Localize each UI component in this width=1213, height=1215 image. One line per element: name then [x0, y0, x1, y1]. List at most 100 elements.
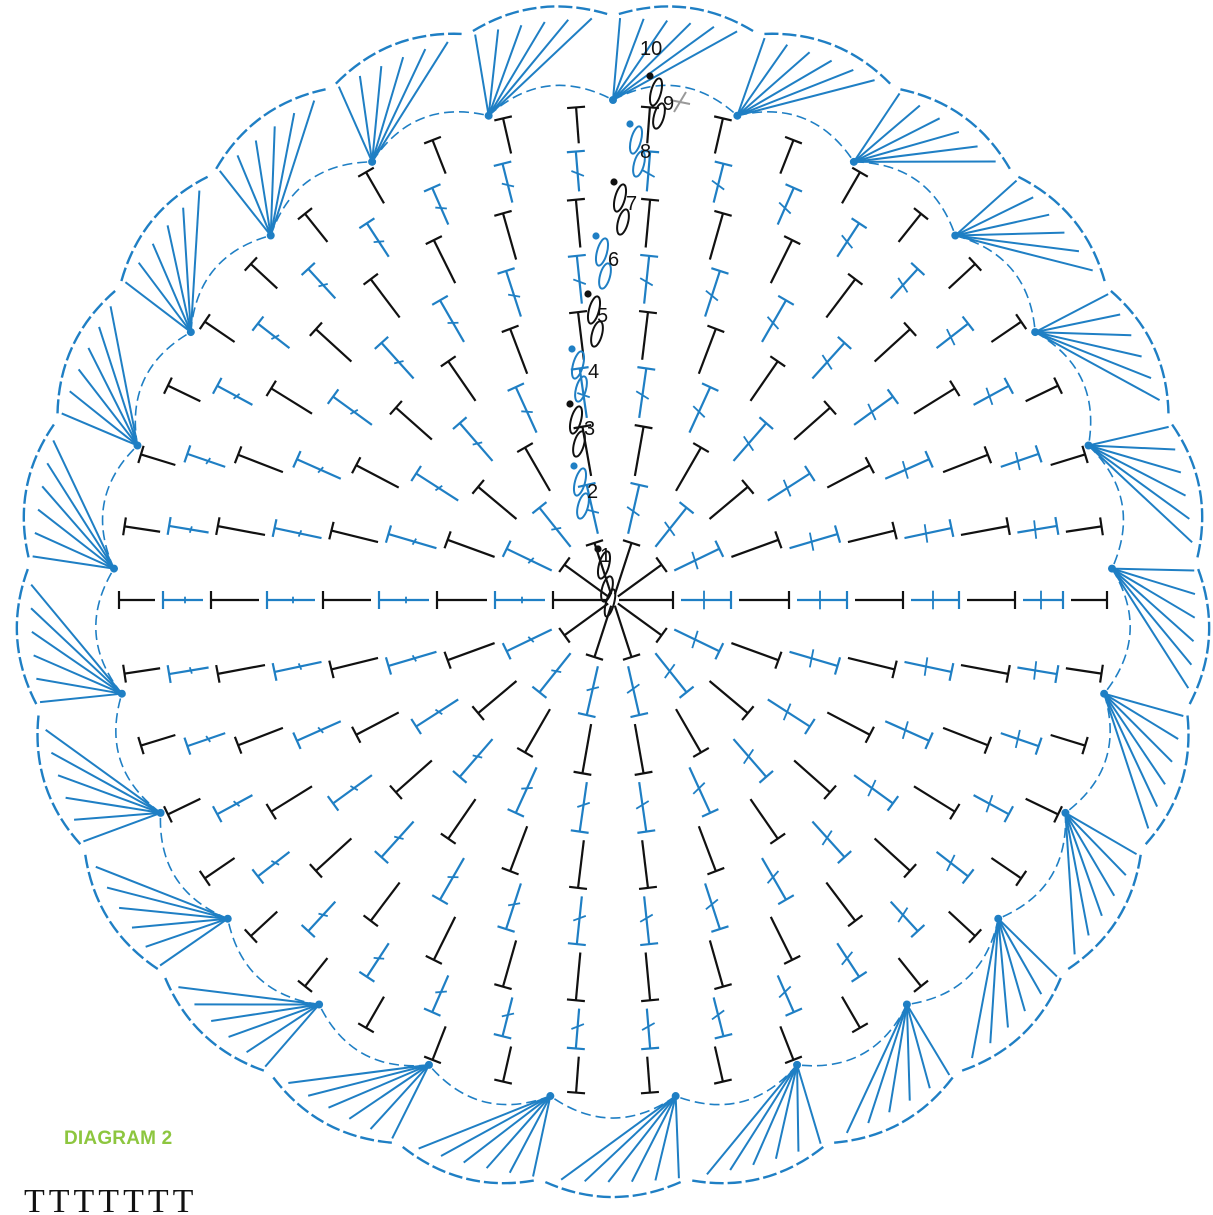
stitch-post: [1026, 386, 1058, 402]
scallop: [24, 424, 138, 572]
stitch-post: [635, 427, 644, 476]
stitch-top-bar: [517, 443, 533, 452]
stitch-top-bar: [680, 502, 694, 513]
stitch-post: [646, 952, 650, 1000]
stitch-post: [837, 223, 859, 256]
stitch-top-bar: [784, 956, 800, 964]
stitch-top-bar: [963, 317, 974, 331]
stitch-post: [1001, 454, 1039, 467]
scallop-treble: [88, 348, 137, 446]
scallop: [676, 1061, 824, 1183]
stitch-post: [218, 665, 265, 674]
stitch-post: [217, 386, 252, 405]
stitch-top-bar: [571, 830, 589, 833]
stitch-post: [333, 397, 372, 425]
stitch-post: [875, 838, 910, 870]
slip-stitch-dot: [566, 400, 573, 407]
stitch-top-bar: [778, 296, 794, 305]
stitch-post: [689, 387, 710, 432]
scallop-treble: [676, 1096, 679, 1178]
scallop-treble: [632, 1096, 676, 1182]
scallop-treble: [907, 1005, 930, 1089]
stitch-post: [904, 528, 951, 538]
single-crochet-bar: [123, 665, 126, 683]
stitch-post: [205, 858, 235, 878]
stitch-top-bar: [770, 834, 785, 844]
scallop-inner-chain: [271, 162, 372, 236]
scallop-inner-chain: [676, 1065, 797, 1105]
stitch-post: [582, 724, 591, 773]
stitch-post: [125, 526, 161, 531]
stitch-top-bar: [559, 557, 570, 572]
stitch-cross-mark: [473, 442, 483, 444]
stitch-post: [297, 459, 341, 479]
stitch-post: [647, 107, 650, 143]
stitch-top-bar: [635, 772, 653, 775]
slip-stitch-dot: [570, 462, 577, 469]
row-label-9: 9: [663, 93, 674, 115]
stitch-post: [699, 329, 716, 374]
stitch-post: [710, 681, 748, 713]
stitch-post: [169, 667, 208, 674]
stitch-top-bar: [168, 665, 171, 683]
scallop-inner-chain: [955, 236, 1035, 333]
stitch-top-bar: [567, 199, 585, 201]
stitch-post: [705, 271, 720, 317]
single-crochet-bar: [164, 806, 172, 822]
stitch-post: [416, 699, 458, 726]
stitch-post: [577, 256, 582, 304]
stitch-post: [576, 107, 579, 143]
stitch-top-bar: [532, 502, 546, 513]
stitch-top-bar: [359, 218, 374, 228]
stitch-cross-mark: [779, 986, 791, 997]
stitch-post: [615, 606, 632, 657]
scallop-treble: [955, 236, 1079, 252]
stitch-post: [525, 448, 550, 491]
scallop-chain-arc: [1018, 177, 1104, 281]
stitch-top-bar: [359, 972, 374, 982]
stitch-post: [854, 775, 893, 803]
stitch-post: [949, 264, 975, 288]
stitch-top-bar: [426, 956, 442, 964]
stitch-post: [308, 269, 335, 298]
stitch-post: [217, 795, 252, 814]
stitch-post: [271, 388, 312, 413]
stitch-cross-mark: [394, 837, 403, 839]
scallop-treble: [907, 1005, 910, 1101]
stitch-post: [141, 735, 175, 746]
scallop-inner-chain: [1035, 332, 1091, 445]
stitch-post: [750, 799, 777, 839]
scallop-inner-chain: [429, 1065, 550, 1105]
stitch-post: [848, 531, 895, 542]
stitch-post: [642, 312, 648, 360]
scallop-inner-chain: [854, 162, 955, 236]
stitch-post: [356, 712, 399, 734]
stitch-post: [507, 549, 552, 571]
stitch-post: [826, 882, 855, 920]
stitch-top-bar: [213, 378, 222, 394]
scallop-treble: [585, 1096, 676, 1181]
stitch-round-3: [437, 425, 789, 775]
stitch-cross-mark: [318, 284, 327, 287]
stitch-post: [768, 473, 810, 500]
stitch-post: [705, 883, 720, 929]
stitch-post: [205, 322, 235, 342]
stitch-top-bar: [426, 236, 442, 244]
stitch-cross-mark: [693, 783, 704, 794]
single-crochet-bar: [358, 1023, 374, 1032]
scallop: [1085, 424, 1203, 568]
scallop-inner-chain: [998, 813, 1065, 919]
stitch-cross-mark: [374, 958, 385, 959]
stitch-cross-mark: [947, 855, 955, 871]
stitch-cross-mark: [551, 528, 561, 530]
single-crochet-bar: [567, 107, 585, 108]
scallop-treble: [70, 391, 138, 445]
stitch-top-bar: [641, 999, 659, 1001]
scallop: [797, 1001, 953, 1143]
stitch-top-bar: [503, 541, 511, 557]
stitch-cross-mark: [868, 780, 875, 796]
stitch-cross-mark: [473, 755, 483, 757]
stitch-post: [733, 739, 766, 777]
slip-stitch-dot: [610, 178, 617, 185]
stitch-post: [937, 852, 969, 877]
